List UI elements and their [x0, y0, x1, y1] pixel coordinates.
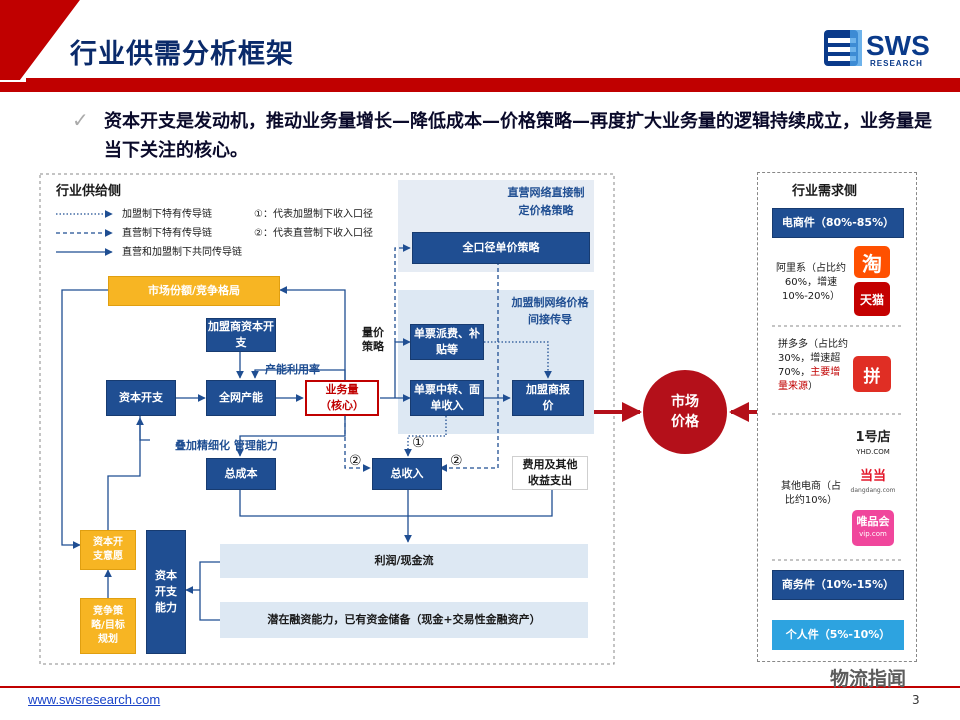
sws-logo-icon	[824, 30, 862, 66]
tmall-logo: 天猫	[854, 282, 890, 316]
demand-ecommerce-box: 电商件（80%-85%）	[772, 208, 904, 238]
node-other-income: 费用及其他收益支出	[512, 456, 588, 490]
page-number: 3	[912, 693, 920, 707]
node-franchisee-quote: 加盟商报价	[512, 380, 584, 416]
node-capex-willingness: 资本开支意愿	[80, 530, 136, 570]
checkmark-icon: ✓	[72, 108, 89, 132]
node-volume-core: 业务量（核心）	[305, 380, 379, 416]
legend-dotted-label: 加盟制下特有传导链	[122, 209, 212, 220]
circle-label-2a: ②	[349, 453, 362, 469]
supply-title: 行业供给侧	[56, 184, 122, 199]
node-network-capacity: 全网产能	[206, 380, 276, 416]
node-market-share: 市场份额/竞争格局	[108, 276, 280, 306]
header-decoration	[0, 0, 960, 92]
circle-label-1: ①	[412, 435, 425, 451]
demand-pdd-label: 拼多多（占比约30%，增速超70%，主要增量来源）	[778, 339, 848, 392]
logo-subtext: RESEARCH	[870, 59, 923, 68]
node-ticket-subsidy: 单票派费、补贴等	[410, 324, 484, 360]
node-franchisee-capex: 加盟商资本开支	[206, 318, 276, 352]
logo-text: SWS	[866, 30, 930, 61]
node-profit-cash: 利润/现金流	[220, 544, 588, 578]
legend-dashed-label: 直营制下特有传导链	[122, 228, 212, 239]
node-capex-capability: 资本开支能力	[146, 530, 186, 654]
demand-title: 行业需求侧	[792, 184, 858, 199]
footer-line	[0, 686, 960, 688]
demand-others-label: 其他电商（占比约10%）	[781, 481, 841, 506]
market-price-circle: 市场价格	[643, 370, 727, 454]
circle-label-2b: ②	[450, 453, 463, 469]
demand-personal-box: 个人件（5%-10%）	[772, 620, 904, 650]
node-capex: 资本开支	[106, 380, 176, 416]
legend-note-2: ②：代表直营制下收入口径	[254, 228, 373, 239]
watermark-text: 物流指闻	[830, 668, 907, 690]
node-financing: 潜在融资能力，已有资金储备（现金+交易性金融资产）	[220, 602, 588, 638]
vip-logo: 唯品会 vip.com	[852, 510, 894, 546]
page-title: 行业供需分析框架	[70, 39, 294, 70]
demand-alibaba-label: 阿里系（占比约60%，增速10%-20%）	[776, 263, 846, 302]
edge-label-utilization: 产能利用率	[265, 363, 320, 376]
key-point-text: 资本开支是发动机，推动业务量增长—降低成本—价格策略—再度扩大业务量的逻辑持续成…	[104, 111, 932, 161]
edge-label-refinement: 叠加精细化 管理能力	[175, 439, 278, 452]
direct-region-label: 直营网络直接制定价格策略	[507, 186, 585, 217]
legend-note-1: ①：代表加盟制下收入口径	[254, 209, 373, 220]
website-link[interactable]: www.swsresearch.com	[28, 692, 161, 707]
node-unified-price: 全口径单价策略	[412, 232, 590, 264]
dangdang-logo: 当当 dangdang.com	[851, 466, 895, 502]
node-ticket-transfer: 单票中转、面单收入	[410, 380, 484, 416]
legend-solid-label: 直营和加盟制下共同传导链	[122, 247, 242, 258]
node-total-cost: 总成本	[206, 458, 276, 490]
node-total-revenue: 总收入	[372, 458, 442, 490]
taobao-logo: 淘	[854, 246, 890, 278]
demand-panel	[757, 172, 917, 662]
node-competition-strategy: 竞争策略/目标规划	[80, 598, 136, 654]
demand-business-box: 商务件（10%-15%）	[772, 570, 904, 600]
pinduoduo-logo: 拼	[853, 356, 891, 392]
edge-label-price-strategy: 量价策略	[362, 326, 384, 353]
yhd-logo: 1号店 YHD.COM	[852, 428, 894, 462]
franchise-region-label: 加盟制网络价格间接传导	[511, 296, 589, 326]
